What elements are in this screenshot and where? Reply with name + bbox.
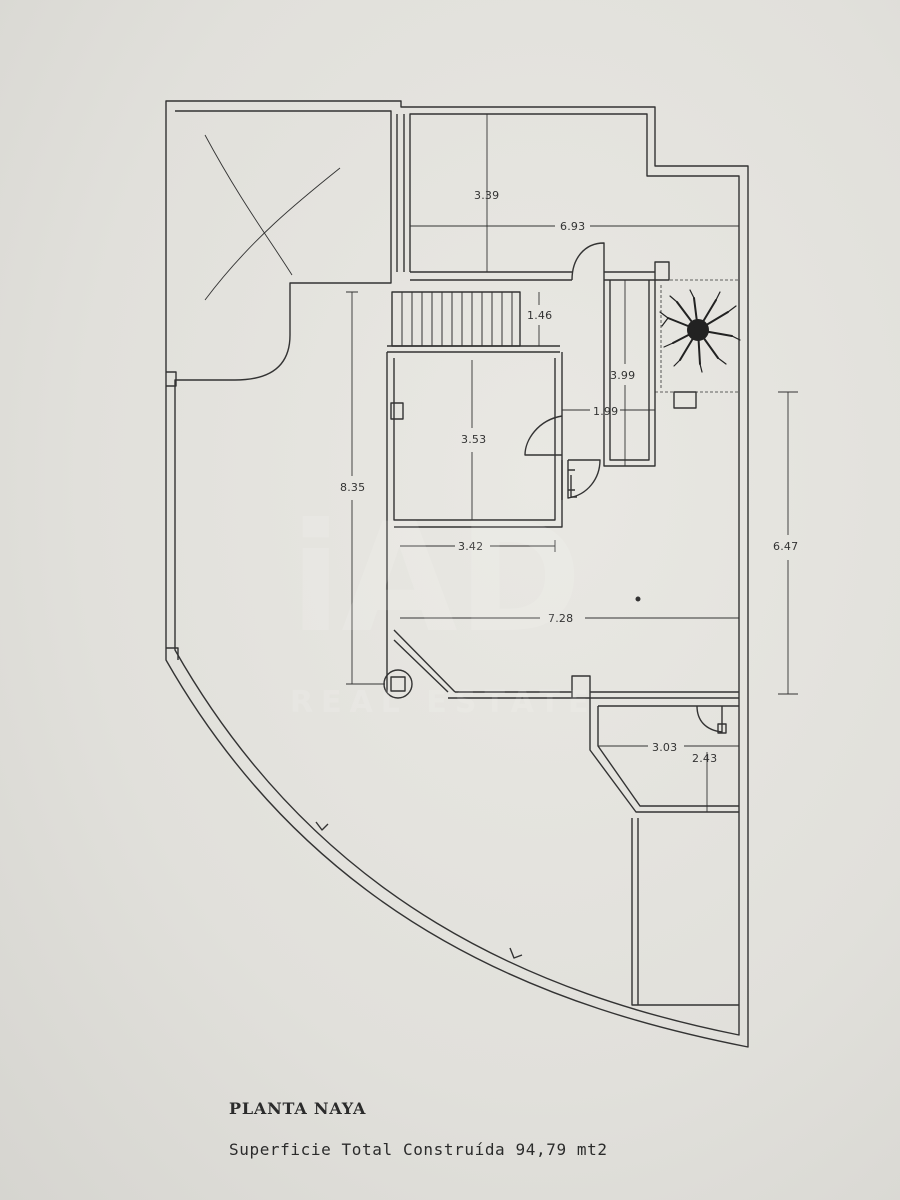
diagonal-wall (393, 629, 456, 693)
fixture (570, 475, 577, 498)
fixture (717, 723, 727, 734)
shaft-diagonal (204, 134, 341, 301)
dim-3-99: 3.99 (610, 369, 635, 382)
dimension-lines (346, 114, 798, 812)
plan-surface-label: Superficie Total Construída 94,79 mt2 (229, 1140, 608, 1159)
watermark-logo: iAD (290, 492, 582, 666)
watermark-tagline: REAL ESTATE (290, 685, 596, 720)
dim-3-03: 3.03 (652, 741, 677, 754)
door-swing (571, 242, 605, 281)
round-column-core (390, 676, 406, 692)
outer-wall-inner (174, 110, 740, 1036)
dim-1-99: 1.99 (593, 405, 618, 418)
dim-8-35: 8.35 (340, 481, 365, 494)
wall-post (571, 675, 591, 699)
wall-fixture (390, 402, 404, 420)
patio-wall (603, 280, 656, 467)
corner-notch (166, 647, 179, 660)
dim-3-39: 3.39 (474, 189, 499, 202)
storage-wall (631, 818, 739, 1006)
bath-wall (589, 698, 739, 813)
dim-1-46: 1.46 (527, 309, 552, 322)
dim-3-42: 3.42 (458, 540, 483, 553)
room-wall (410, 271, 572, 281)
shaft-wall (396, 114, 405, 272)
dim-6-93: 6.93 (560, 220, 585, 233)
dim-3-53: 3.53 (461, 433, 486, 446)
dim-2-43: 2.43 (692, 752, 717, 765)
tree-symbol (659, 289, 741, 373)
dim-7-28: 7.28 (548, 612, 573, 625)
patio-post (673, 391, 697, 409)
door-swing (696, 705, 723, 733)
patio-post (654, 261, 670, 281)
room-wall (604, 271, 655, 281)
wall-notch (315, 821, 329, 831)
outer-wall-outer (165, 100, 749, 1048)
corner-notch (166, 371, 177, 387)
plan-title: PLANTA NAYA (229, 1099, 367, 1118)
wall-notch (509, 947, 523, 959)
dot-marker (635, 596, 641, 602)
staircase-symbol (391, 291, 521, 347)
door-swing (524, 415, 563, 456)
stair-wall (387, 345, 560, 353)
room-wall (590, 691, 739, 699)
room-wall (448, 691, 572, 699)
stair-treads (401, 292, 513, 346)
patio-dashed (655, 279, 739, 393)
dim-6-47: 6.47 (773, 540, 798, 553)
door-swing (567, 459, 601, 499)
